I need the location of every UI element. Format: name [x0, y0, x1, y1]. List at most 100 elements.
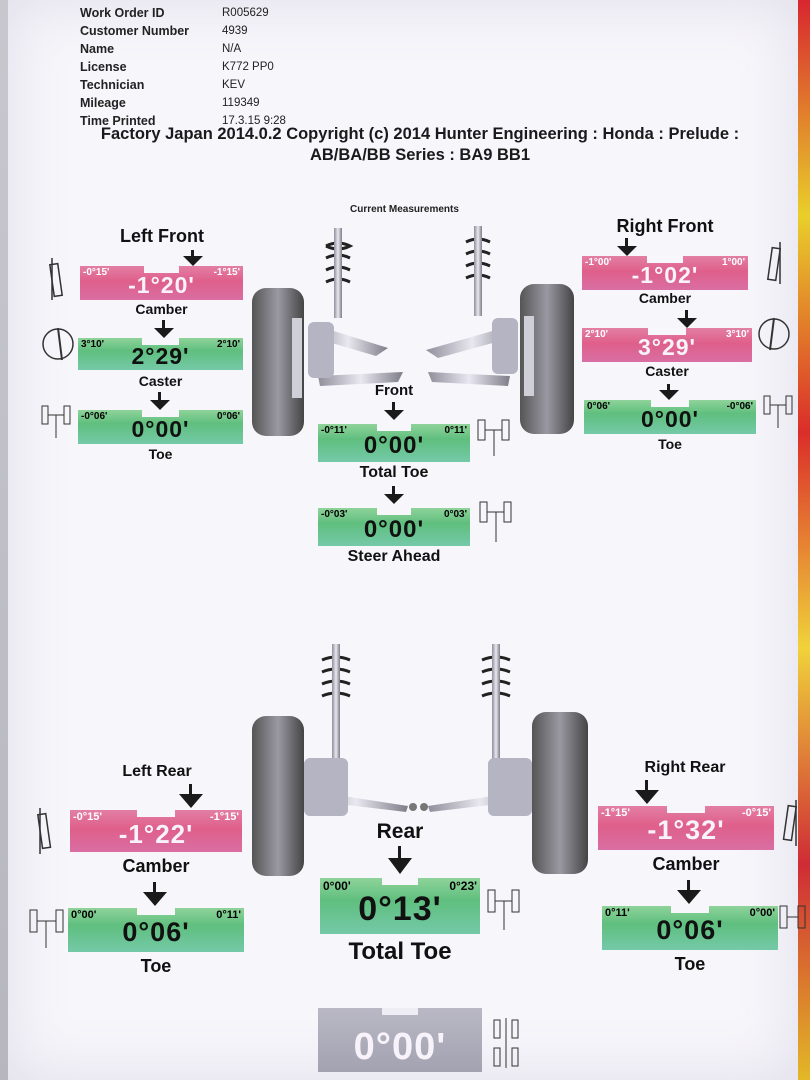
gauge-value: 0°00' — [363, 432, 425, 459]
gauge-value: 3°29' — [637, 334, 697, 360]
gauge-max: 0°11' — [444, 425, 467, 436]
camber-diagram-icon — [36, 808, 52, 854]
rear-heading: Rear — [376, 820, 424, 843]
gauge-max: 0°06' — [216, 411, 240, 422]
header-key: Mileage — [80, 96, 126, 110]
down-arrow-icon — [617, 246, 637, 256]
toe-diagram-icon — [29, 909, 64, 948]
gauge-value: 0°06' — [122, 917, 190, 947]
front-total-toe-gauge: Front -0°11' 0°11' 0°00' Total Toe — [318, 382, 470, 486]
gauge-value: 0°00' — [640, 406, 700, 432]
caster-diagram-icon — [42, 327, 74, 361]
arrow-stem — [191, 250, 194, 258]
gauge-max: -1°15' — [209, 811, 239, 823]
gauge-max: 1°00' — [721, 257, 745, 268]
arrow-stem — [687, 880, 690, 892]
gauge-label: Camber — [652, 854, 720, 874]
header-key: Customer Number — [80, 24, 190, 38]
vehicle-spec-title: Factory Japan 2014.0.2 Copyright (c) 201… — [40, 124, 800, 166]
gauge-label: Camber — [122, 856, 190, 876]
gauge-label: Toe — [658, 436, 682, 452]
gauge-min: 0°06' — [587, 401, 611, 412]
front-heading: Front — [374, 382, 414, 399]
thrust-angle-gauge: 0°00' — [318, 1008, 482, 1080]
gauge-min: -0°06' — [81, 411, 108, 422]
gauge-notch — [651, 400, 689, 407]
header-key: Name — [80, 42, 115, 56]
right-front-heading: Right Front — [616, 216, 714, 236]
right-rear-heading-box: Right Rear — [632, 759, 738, 779]
down-arrow-icon — [384, 494, 404, 504]
lr-camber-gauge: -0°15' -1°15' -1°22' Camber — [70, 784, 242, 880]
gauge-value: -1°02' — [631, 262, 699, 288]
gauge-band — [70, 810, 242, 852]
gauge-label: Toe — [140, 956, 172, 976]
down-arrow-icon — [659, 390, 679, 400]
arrow-stem — [625, 238, 628, 248]
gauge-label: Caster — [645, 363, 689, 379]
gauge-notch — [666, 806, 706, 813]
gauge-notch — [377, 508, 411, 515]
down-arrow-icon — [388, 858, 412, 874]
arrow-stem — [189, 784, 192, 796]
header-value: N/A — [222, 43, 242, 55]
gauge-min: -0°15' — [73, 811, 103, 823]
gauge-notch — [142, 410, 179, 417]
left-rear-heading-box: Left Rear — [112, 763, 202, 783]
gauge-notch — [646, 256, 684, 263]
rear-suspension-illustration — [252, 644, 588, 876]
rear-total-toe-gauge: Rear 0°00' 0°23' 0°13' Total Toe — [320, 820, 480, 970]
gauge-notch — [377, 424, 411, 431]
caster-diagram-icon — [758, 317, 790, 351]
rear-total-toe-diagram-icon — [487, 889, 520, 930]
down-arrow-icon — [183, 256, 203, 266]
current-measurements-label: Current Measurements — [350, 204, 459, 215]
gauge-label: Toe — [674, 954, 706, 974]
gauge-label: Total Toe — [359, 464, 429, 481]
gauge-label: Toe — [148, 446, 173, 462]
toe-diagram-icon — [763, 395, 793, 428]
arrow-stem — [392, 486, 395, 496]
arrow-stem — [153, 882, 156, 894]
rf-caster-gauge: 2°10' 3°10' 3°29' Caster — [582, 310, 752, 382]
toe-diagram-icon — [779, 905, 806, 929]
gauge-min: -1°00' — [585, 257, 612, 268]
gauge-notch — [143, 266, 180, 273]
gauge-notch — [136, 908, 176, 915]
gauge-value: -1°22' — [118, 819, 194, 849]
down-arrow-icon — [150, 400, 170, 410]
gauge-value: 0°06' — [656, 915, 724, 945]
left-rear-heading: Left Rear — [122, 763, 192, 780]
steer-ahead-gauge: -0°03' 0°03' 0°00' Steer Ahead — [318, 486, 470, 570]
gauge-notch — [648, 328, 686, 335]
header-value: KEV — [222, 79, 246, 91]
gauge-max: 0°11' — [216, 909, 241, 921]
gauge-max: -1°15' — [213, 267, 240, 278]
gauge-min: 2°10' — [585, 329, 609, 340]
down-arrow-icon — [384, 410, 404, 420]
gauge-min: 0°00' — [71, 909, 97, 921]
left-front-heading: Left Front — [120, 226, 204, 246]
header-key: Time Printed — [80, 114, 156, 128]
gauge-label: Camber — [135, 301, 188, 317]
lr-toe-gauge: 0°00' 0°11' 0°06' Toe — [68, 882, 244, 978]
gauge-value: 2°29' — [131, 343, 190, 369]
gauge-min: -0°15' — [83, 267, 110, 278]
rf-toe-gauge: 0°06' -0°06' 0°00' Toe — [584, 384, 756, 454]
gauge-band — [68, 908, 244, 952]
gauge-max: -0°15' — [741, 807, 771, 819]
gauge-max: 0°23' — [449, 879, 477, 893]
arrow-stem — [158, 392, 161, 402]
toe-diagram-icon — [41, 405, 71, 438]
gauge-min: -1°15' — [601, 807, 631, 819]
photo-background-left — [0, 0, 8, 1080]
gauge-min: -0°11' — [321, 425, 347, 436]
gauge-label: Total Toe — [348, 938, 452, 965]
down-arrow-icon — [154, 328, 174, 338]
gauge-max: 2°10' — [216, 339, 240, 350]
right-front-heading-box: Right Front — [605, 216, 725, 236]
down-arrow-icon — [179, 794, 203, 808]
title-line-2: AB/BA/BB Series : BA9 BB1 — [309, 146, 531, 164]
gauge-label: Camber — [638, 290, 692, 306]
